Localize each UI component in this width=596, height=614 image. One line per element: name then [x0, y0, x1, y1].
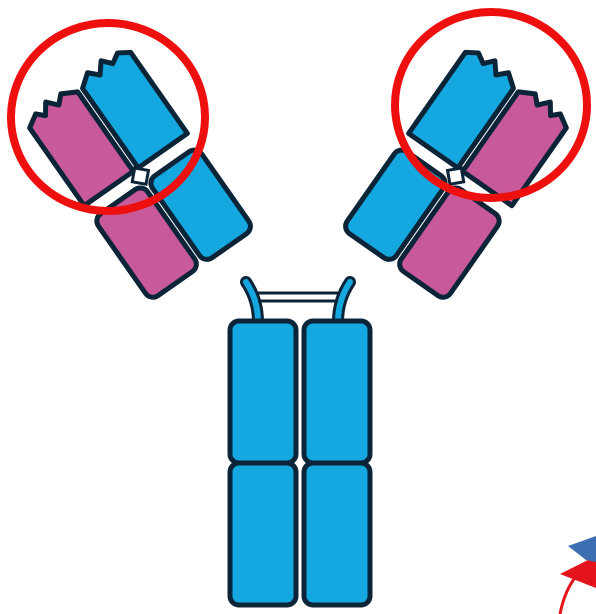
fab-arm-right	[342, 44, 574, 301]
heavy-chain-ch2-left	[230, 321, 296, 463]
fc-region	[230, 321, 370, 605]
fab-arm-left	[22, 44, 254, 301]
heavy-chain-ch2-right	[304, 321, 370, 463]
marker-star-icon	[568, 536, 596, 562]
hinge-region	[246, 282, 350, 322]
junction-diamond-left	[132, 168, 148, 184]
heavy-chain-ch3-left	[230, 463, 296, 605]
star-arrow-icon	[560, 536, 596, 614]
junction-diamond-right	[448, 168, 464, 184]
heavy-chain-ch3-right	[304, 463, 370, 605]
